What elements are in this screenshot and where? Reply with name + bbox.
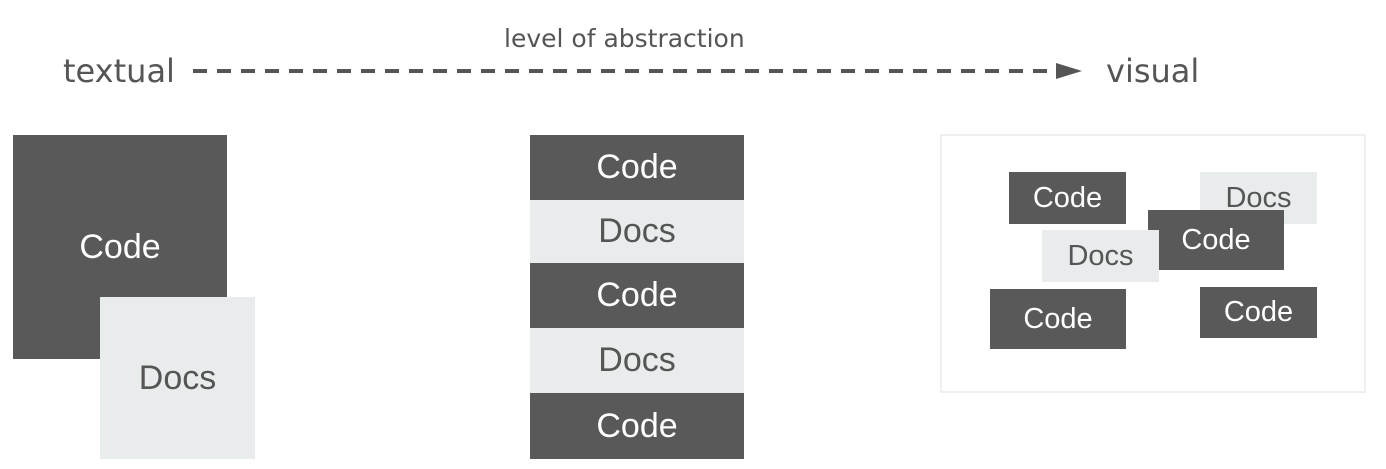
code-label: Code <box>596 148 678 186</box>
docs-block: Docs <box>530 200 744 263</box>
code-label: Code <box>1023 302 1093 335</box>
docs-block: Docs <box>1042 230 1159 282</box>
docs-block: Docs <box>100 297 255 459</box>
textual-label: textual <box>63 52 175 90</box>
canvas-frame <box>940 134 1366 393</box>
docs-label: Docs <box>598 341 676 379</box>
code-block: Code <box>1009 172 1126 224</box>
code-block: Code <box>530 135 744 200</box>
dashed-arrow <box>193 63 1082 79</box>
code-label: Code <box>1223 296 1294 328</box>
code-block: Code <box>530 263 744 328</box>
code-block: Code <box>1148 210 1284 270</box>
docs-label: Docs <box>138 358 217 397</box>
visual-label: visual <box>1106 52 1200 90</box>
code-block: Code <box>530 393 744 459</box>
docs-label: Docs <box>1067 239 1134 272</box>
code-label: Code <box>596 276 678 314</box>
code-block: Code <box>990 289 1126 349</box>
code-block: Code <box>1200 287 1317 338</box>
docs-label: Docs <box>1225 181 1292 214</box>
code-label: Code <box>79 227 161 266</box>
code-label: Code <box>1032 181 1103 214</box>
code-label: Code <box>1181 223 1251 256</box>
code-label: Code <box>596 406 678 445</box>
abstraction-label: level of abstraction <box>504 24 745 53</box>
docs-label: Docs <box>598 212 676 250</box>
docs-block: Docs <box>530 328 744 393</box>
